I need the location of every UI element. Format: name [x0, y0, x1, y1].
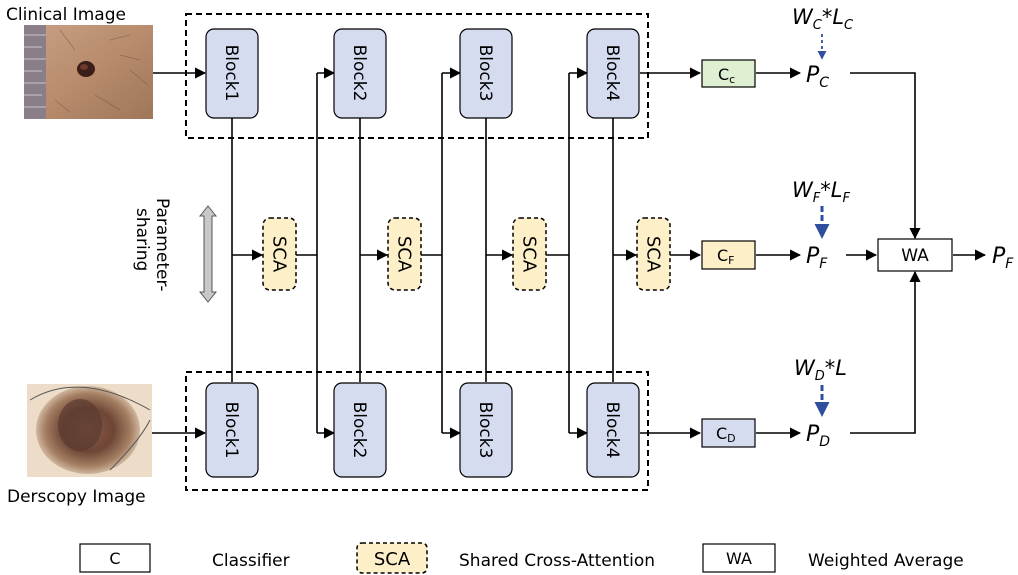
param-sharing-line2: sharing [132, 208, 152, 271]
dermoscopy-image-label: Derscopy Image [7, 487, 146, 507]
param-sharing-line1: Parameter- [152, 198, 172, 292]
top-block-3 [459, 28, 513, 119]
sca-module-4 [636, 217, 671, 291]
dermoscopy-branch-group [185, 371, 649, 491]
bottom-block-4 [586, 382, 640, 478]
clinical-image [24, 25, 153, 119]
clinical-branch-group [185, 13, 649, 139]
prediction-dermoscopy: PD [806, 422, 830, 450]
legend-classifier-box [79, 543, 151, 573]
bottom-block-1-label: Block1 [221, 402, 241, 459]
parameter-sharing: Parameter- sharing [132, 198, 218, 303]
weighted-average-box [877, 238, 953, 272]
top-block-4-label: Block4 [602, 45, 622, 102]
clinical-image-label: Clinical Image [6, 5, 126, 25]
classifier-fused-label: CF [717, 246, 735, 267]
sca-modules: SCA SCA SCA SCA [262, 217, 671, 291]
sca-module-3-label: SCA [519, 236, 540, 273]
bottom-block-4-label: Block4 [602, 402, 622, 459]
bottom-blocks: Block1 Block2 Block3 Block4 [205, 382, 640, 478]
weighted-average-label: WA [901, 246, 929, 266]
legend-sca-box-label: SCA [374, 549, 411, 570]
legend-wa-box [702, 543, 776, 573]
prediction-fused: PF [806, 244, 828, 272]
sca-module-4-label: SCA [643, 236, 664, 273]
classifier-clinical [701, 59, 756, 88]
legend-wa-text: Weighted Average [808, 551, 964, 571]
classifier-dermoscopy-label: CD [716, 424, 736, 445]
classifiers: Cc CF CD [701, 59, 756, 448]
top-block-3-label: Block3 [475, 45, 495, 102]
weight-loss-clinical: WC*LC [792, 5, 854, 33]
sca-module-1-label: SCA [269, 236, 290, 273]
legend: C Classifier SCA Shared Cross-Attention … [79, 542, 964, 574]
top-block-1-label: Block1 [221, 45, 241, 102]
loss-weights: WC*LC WF*LF WD*L [792, 5, 854, 417]
prediction-final: PF [992, 244, 1014, 272]
legend-wa-box-label: WA [726, 549, 752, 568]
bottom-block-2-label: Block2 [349, 402, 369, 459]
top-block-2 [333, 28, 387, 119]
predictions: PC PF PD PF [806, 63, 1014, 450]
classifier-clinical-label: Cc [718, 65, 735, 86]
top-block-2-label: Block2 [349, 45, 369, 102]
sca-module-3 [512, 217, 547, 291]
top-block-4 [586, 28, 640, 119]
legend-classifier-text: Classifier [212, 551, 290, 571]
weight-loss-dermoscopy: WD*L [794, 356, 847, 384]
sca-module-1 [262, 217, 297, 291]
sca-module-2-label: SCA [394, 236, 415, 273]
bottom-block-2 [333, 382, 387, 478]
bottom-block-3 [459, 382, 513, 478]
legend-classifier-box-label: C [109, 549, 120, 568]
legend-sca-box [356, 542, 428, 574]
sca-module-2 [387, 217, 422, 291]
bottom-block-3-label: Block3 [475, 402, 495, 459]
prediction-clinical: PC [806, 63, 829, 91]
classifier-dermoscopy [701, 418, 756, 448]
double-arrow-icon [198, 205, 218, 303]
weight-loss-fused: WF*LF [792, 178, 850, 206]
bottom-block-1 [205, 382, 259, 478]
top-block-1 [205, 28, 259, 119]
legend-sca-text: Shared Cross-Attention [459, 551, 655, 571]
top-blocks: Block1 Block2 Block3 Block4 [205, 28, 640, 119]
dermoscopy-image [27, 384, 152, 477]
classifier-fused [701, 240, 756, 270]
